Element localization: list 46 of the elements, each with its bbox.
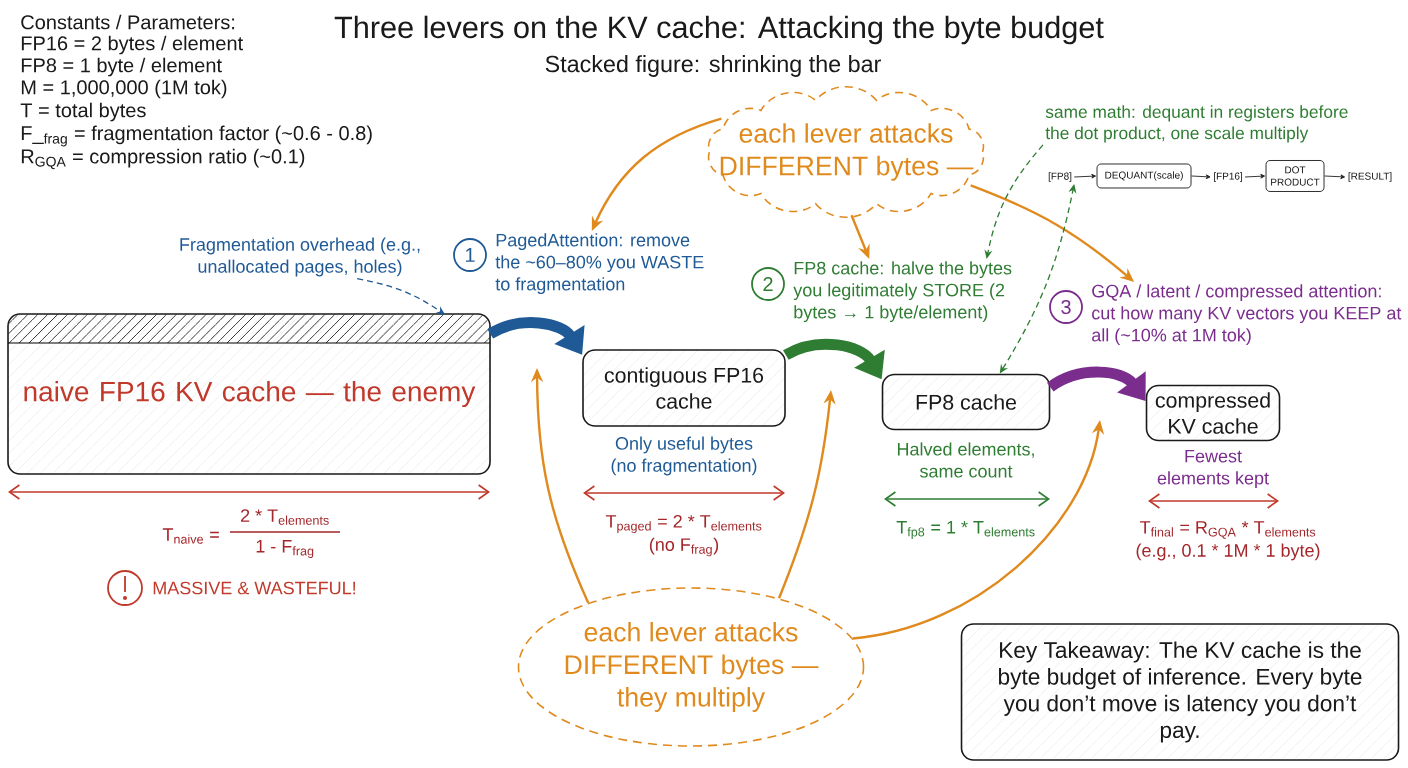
flow-label: [FP8] bbox=[1048, 172, 1072, 182]
rounded-box: contiguous FP16 cache bbox=[582, 349, 786, 427]
flow-label: [RESULT] bbox=[1348, 172, 1392, 182]
process-box: DEQUANT(scale) bbox=[1096, 163, 1192, 189]
warning-text: MASSIVE & WASTEFUL! bbox=[153, 581, 356, 595]
arrow bbox=[1244, 173, 1265, 179]
arrow bbox=[1191, 174, 1211, 180]
arrow bbox=[1324, 174, 1346, 180]
formula: (e.g., 0.1 * 1M * 1 byte) bbox=[1136, 543, 1320, 561]
process-box: DOT PRODUCT bbox=[1265, 160, 1325, 192]
formula: 2 * T$_{elements}$ bbox=[241, 509, 329, 525]
parameter-text: FP8 = 1 byte / element bbox=[21, 57, 222, 77]
parameter-text: FP16 = 2 bytes / element bbox=[21, 35, 243, 55]
node-label: Only useful bytes (no fragmentation) bbox=[611, 436, 757, 476]
formula: 1 - F$_{frag}$ bbox=[256, 540, 314, 558]
parameter-text: M = 1,000,000 (1M tok) bbox=[21, 79, 227, 99]
rounded-box: compressed KV cache bbox=[1145, 384, 1281, 442]
callout-number: 2 bbox=[751, 267, 785, 301]
flow-label: [FP16] bbox=[1214, 172, 1243, 182]
note-text: same math: dequant in registers before the dot product, one scale multiply bbox=[1045, 105, 1348, 143]
callout-number: 3 bbox=[1049, 290, 1083, 324]
formula: T$_{final}$ = R$_{GQA}$ * T$_{elements}$ bbox=[1140, 521, 1316, 539]
dashed-cloud: each lever attacks DIFFERENT bytes — bbox=[707, 85, 985, 219]
formula: T$_{fp8}$ = 1 * T$_{elements}$ bbox=[896, 521, 1035, 539]
node-label: Fewest elements kept bbox=[1157, 449, 1269, 489]
parameter-text: R$_{GQA}$ = compression ratio (~0.1) bbox=[21, 148, 305, 170]
hatched-box: naive FP16 KV cache — the enemy bbox=[7, 313, 491, 475]
dashed-arrow bbox=[984, 144, 1044, 259]
parameter-text: Constants / Parameters: bbox=[21, 14, 235, 30]
parameter-text: T = total bytes bbox=[20, 102, 146, 122]
arrow bbox=[1073, 173, 1096, 179]
formula: T$_{paged}$ = 2 * T$_{elements}$ bbox=[605, 514, 762, 534]
takeaway-box: Key Takeaway: The KV cache is the byte budget of inference. Every byte you don’t move is latency you don’t pay. bbox=[960, 623, 1400, 761]
subtitle: Stacked figure: shrinking the bar bbox=[545, 55, 881, 77]
formula: T$_{naive}$ = bbox=[162, 528, 219, 544]
annotation-text: Fragmentation overhead (e.g., unallocated pages, holes) bbox=[180, 237, 420, 277]
annotation-text: FP8 cache: halve the bytes you legitimately STORE (2 bytes → 1 byte/element) bbox=[793, 261, 1012, 323]
rounded-box: FP8 cache bbox=[881, 373, 1051, 431]
annotation-text: GQA / latent / compressed attention: cut how many KV vectors you KEEP at all (~10% at 1M tok) bbox=[1092, 284, 1402, 346]
hatched-strip bbox=[7, 342, 491, 344]
node-label: Halved elements, same count bbox=[897, 442, 1034, 478]
formula: (no F$_{frag}$) bbox=[649, 537, 719, 557]
annotation-text: PagedAttention: remove the ~60–80% you WASTE to fragmentation bbox=[495, 233, 704, 295]
title: Three levers on the KV cache: Attacking the byte budget bbox=[334, 15, 1104, 45]
parameter-text: F_$_{frag}$ = fragmentation factor (~0.6 - 0.8) bbox=[21, 125, 372, 147]
callout-number: 1 bbox=[453, 238, 487, 272]
